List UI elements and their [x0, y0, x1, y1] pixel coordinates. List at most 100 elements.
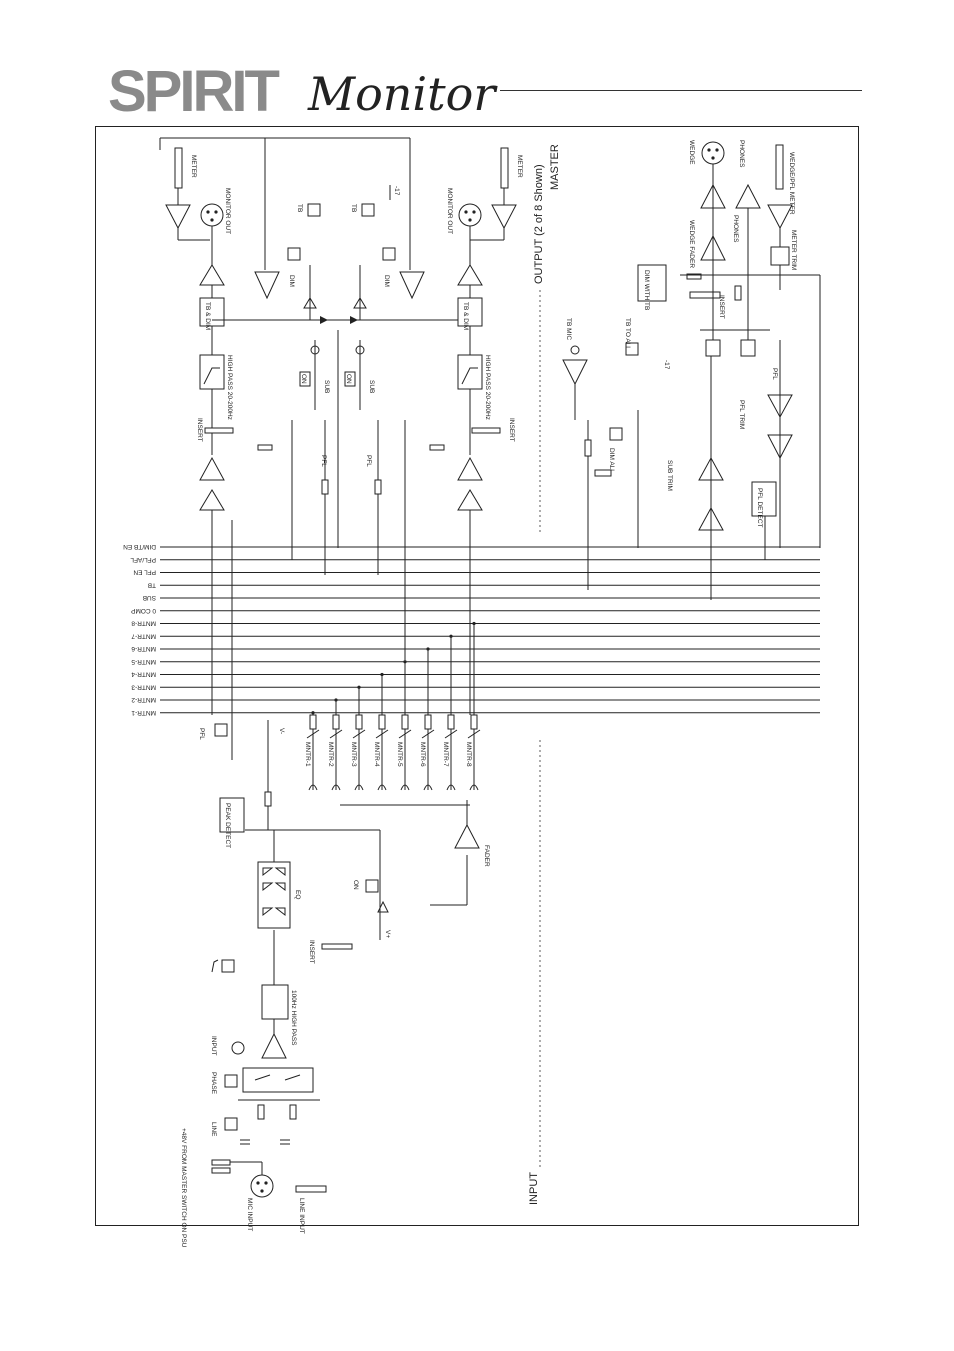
on-switch-button[interactable] [344, 371, 356, 387]
insert-label: INSERT [508, 418, 515, 442]
send-pot-icon[interactable] [309, 714, 317, 730]
pfl-label: PFL [771, 368, 778, 380]
dim-switch-button[interactable] [287, 247, 301, 261]
send-switch [354, 784, 364, 791]
send-switch [423, 784, 433, 791]
bus-label: MNTR-3 [131, 683, 156, 690]
input-amp-icon [261, 1032, 287, 1059]
output-amp-icon [457, 264, 483, 286]
dim-with-tb-label: DIM WITH TB [643, 270, 650, 310]
insert-label: INSERT [196, 418, 203, 442]
send-switch [308, 784, 318, 791]
send-label: MNTR-2 [327, 742, 334, 767]
tb-mic-label: TB MIC [565, 318, 572, 340]
master-section: TB MIC DIM ALL TB TO ALL -17 DIM WITH TB… [562, 140, 821, 600]
tb-dim-block [199, 297, 225, 327]
meter-amp-icon [767, 204, 793, 230]
phones-label: PHONES [738, 140, 745, 168]
meter-trim-label: METER TRIM [790, 230, 797, 270]
input-insert-label: INSERT [308, 940, 315, 964]
xlr-connector-icon [200, 203, 224, 227]
tb-switch-button[interactable] [307, 203, 321, 217]
xlr-connector-icon [250, 1174, 274, 1198]
pfl-label: PFL [320, 455, 327, 467]
pfl-switch-button[interactable] [214, 723, 228, 737]
bus-junction [472, 621, 476, 626]
send-pot-icon[interactable] [332, 714, 340, 730]
send-pot-icon[interactable] [355, 714, 363, 730]
fader-amp-icon [454, 823, 480, 849]
meter-bar-icon [500, 147, 509, 189]
xlr-connector-icon [458, 203, 482, 227]
bus-label: MNTR-4 [131, 671, 156, 678]
pot-wiper [444, 729, 458, 739]
meter-amp-icon [491, 204, 517, 230]
pfl-trim-label: PFL TRIM [738, 400, 745, 429]
dim-label: DIM [288, 275, 295, 287]
bus-junction [311, 711, 315, 715]
high-pass-block [199, 354, 225, 390]
input-section-label: INPUT [528, 1172, 540, 1205]
send-pot-icon[interactable] [378, 714, 386, 730]
send-pot-icon[interactable] [447, 714, 455, 730]
gain-knob-icon[interactable] [231, 1041, 245, 1055]
dim-all-label: DIM ALL [608, 448, 615, 473]
bus-junction [449, 634, 453, 638]
send-switch [377, 784, 387, 791]
tb-switch-button[interactable] [361, 203, 375, 217]
meter-bar-icon [174, 147, 183, 189]
dim-label: DIM [383, 275, 390, 287]
bus-junction [357, 685, 361, 689]
dim-all-button[interactable] [609, 427, 623, 441]
wedge-pfl-meter-label: WEDGE/PFL METER [788, 152, 795, 215]
line-switch-button[interactable] [224, 1117, 238, 1131]
send-switch [331, 784, 341, 791]
led-icon [355, 345, 365, 355]
tb-to-all-button[interactable] [625, 342, 639, 356]
on-switch-button[interactable] [365, 879, 379, 893]
pot-wiper [398, 729, 412, 739]
send-label: MNTR-4 [373, 742, 380, 767]
on-label: ON [300, 374, 307, 384]
send-switch [469, 784, 479, 791]
high-pass-label: HIGH PASS 20-200Hz [484, 355, 491, 420]
pot-wiper [329, 729, 343, 739]
phase-switch-button[interactable] [224, 1074, 238, 1088]
high-pass-switch-button[interactable] [221, 959, 235, 973]
bus-label: MNTR-6 [131, 645, 156, 652]
output-amp2-icon [199, 456, 225, 481]
tb-to-all-label: TB TO ALL [624, 318, 631, 350]
led-icon [310, 345, 320, 355]
line-label: LINE [210, 1122, 217, 1137]
output-section-label: OUTPUT (2 of 8 Shown) [533, 164, 545, 284]
send-pot-icon[interactable] [401, 714, 409, 730]
pot-wiper [421, 729, 435, 739]
header-rule [500, 90, 862, 91]
bus-label: MNTR-5 [131, 658, 156, 665]
input-high-pass-label: 100Hz HIGH PASS [290, 990, 297, 1046]
bus-label: 0 COMP [131, 607, 156, 614]
dim-with-tb-block [637, 264, 667, 302]
dim-switch-button[interactable] [382, 247, 396, 261]
send-pot-icon[interactable] [470, 714, 478, 730]
pot-wiper [306, 729, 320, 739]
on-label: ON [345, 374, 352, 384]
send-label: MNTR-8 [465, 742, 472, 767]
pot-wiper [467, 729, 481, 739]
send-pot-icon[interactable] [424, 714, 432, 730]
tb-mic-amp-icon [562, 359, 588, 386]
on-switch-button[interactable] [299, 371, 311, 387]
send-label: MNTR-7 [442, 742, 449, 767]
meter-label: METER [190, 155, 197, 178]
send-label: MNTR-3 [350, 742, 357, 767]
wedge-fader-label: WEDGE FADER [688, 220, 695, 268]
bus-junction [380, 672, 384, 677]
xlr-connector-icon [701, 141, 725, 165]
sub-trim-label: SUB TRIM [666, 460, 673, 491]
phantom-power-label: +48V FROM MASTER SWITCH ON PSU [180, 1128, 187, 1248]
v-minus-label: V- [278, 728, 285, 734]
peak-detect-label: PEAK DETECT [224, 803, 231, 848]
master-section-label: MASTER [549, 144, 561, 190]
wedge-label: WEDGE [688, 140, 695, 165]
